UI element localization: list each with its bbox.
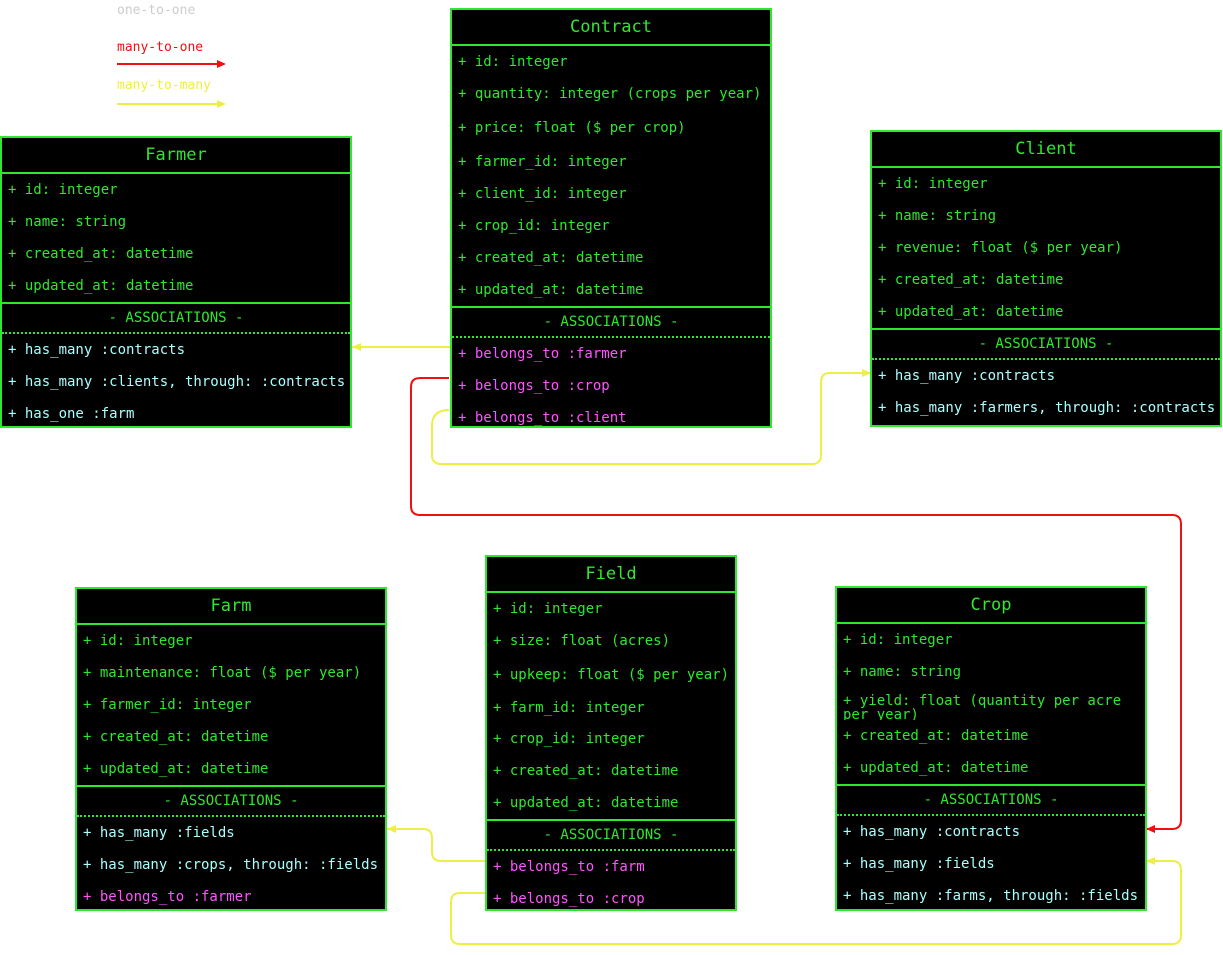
entity-title: Contract bbox=[452, 10, 770, 46]
legend-many-to-many-label: many-to-many bbox=[117, 78, 211, 93]
connector-field-crop bbox=[450, 857, 1182, 945]
entity-title: Field bbox=[487, 557, 735, 593]
assoc-row: + belongs_to :farmer bbox=[83, 889, 252, 905]
entity-title: Farm bbox=[77, 589, 385, 625]
associations-header: - ASSOCIATIONS - bbox=[452, 306, 770, 338]
connector-contract-client bbox=[431, 369, 871, 465]
assoc-row: + has_many :fields bbox=[843, 856, 995, 872]
legend-many-to-one-label: many-to-one bbox=[117, 40, 204, 55]
connector-field-farm bbox=[387, 825, 486, 862]
legend-many-to-many-arrow-icon bbox=[217, 100, 226, 108]
attr-row: + id: integer bbox=[8, 182, 118, 198]
entity-title: Farmer bbox=[2, 138, 350, 174]
attr-row: + created_at: datetime bbox=[458, 250, 644, 266]
legend-many-to-many-line bbox=[117, 103, 217, 105]
attr-row: + farm_id: integer bbox=[493, 700, 645, 716]
assoc-row: + belongs_to :farmer bbox=[458, 346, 627, 362]
entity-crop[interactable]: Crop + id: integer + name: string + yiel… bbox=[835, 586, 1147, 911]
associations-header: - ASSOCIATIONS - bbox=[872, 328, 1220, 360]
legend-many-to-one-line bbox=[117, 63, 217, 65]
attr-row: + id: integer bbox=[83, 633, 193, 649]
assoc-row: + belongs_to :farm bbox=[493, 859, 645, 875]
attr-row: + updated_at: datetime bbox=[843, 760, 1029, 776]
entity-farmer[interactable]: Farmer + id: integer + name: string + cr… bbox=[0, 136, 352, 428]
attr-row: + maintenance: float ($ per year) bbox=[83, 665, 362, 681]
attr-row: + updated_at: datetime bbox=[8, 278, 194, 294]
assoc-row: + has_many :contracts bbox=[878, 368, 1056, 384]
assoc-row: + belongs_to :client bbox=[458, 410, 627, 426]
entity-field[interactable]: Field + id: integer + size: float (acres… bbox=[485, 555, 737, 911]
attr-row: + id: integer bbox=[493, 601, 603, 617]
attr-row: + name: string bbox=[8, 214, 127, 230]
connector-contract-crop bbox=[410, 377, 1182, 833]
attr-row: + updated_at: datetime bbox=[83, 761, 269, 777]
attr-row: + created_at: datetime bbox=[493, 763, 679, 779]
attr-row: + price: float ($ per crop) bbox=[458, 120, 686, 136]
assoc-row: + belongs_to :crop bbox=[458, 378, 610, 394]
attr-row: + created_at: datetime bbox=[878, 272, 1064, 288]
assoc-row: + has_many :contracts bbox=[843, 824, 1021, 840]
attr-row: + updated_at: datetime bbox=[493, 795, 679, 811]
assoc-row: + has_many :clients, through: :contracts bbox=[8, 374, 346, 390]
legend-one-to-one-label: one-to-one bbox=[117, 3, 196, 18]
entity-title: Client bbox=[872, 132, 1220, 168]
attr-row: + name: string bbox=[878, 208, 997, 224]
assoc-row: + has_many :contracts bbox=[8, 342, 186, 358]
attr-row: + name: string bbox=[843, 664, 962, 680]
associations-header: - ASSOCIATIONS - bbox=[837, 784, 1145, 816]
attr-row: + yield: float (quantity per acre per ye… bbox=[843, 693, 1122, 720]
attr-row: + updated_at: datetime bbox=[458, 282, 644, 298]
associations-header: - ASSOCIATIONS - bbox=[487, 819, 735, 851]
associations-header: - ASSOCIATIONS - bbox=[2, 302, 350, 334]
attr-row: + farmer_id: integer bbox=[83, 697, 252, 713]
assoc-row: + belongs_to :crop bbox=[493, 891, 645, 907]
attr-row: + created_at: datetime bbox=[8, 246, 194, 262]
attr-row: + quantity: integer (crops per year) bbox=[458, 86, 762, 102]
assoc-row: + has_many :farmers, through: :contracts bbox=[878, 400, 1216, 416]
attr-row: + client_id: integer bbox=[458, 186, 627, 202]
entity-contract[interactable]: Contract + id: integer + quantity: integ… bbox=[450, 8, 772, 428]
attr-row: + size: float (acres) bbox=[493, 633, 671, 649]
assoc-row: + has_many :farms, through: :fields bbox=[843, 888, 1139, 904]
attr-row: + updated_at: datetime bbox=[878, 304, 1064, 320]
assoc-row: + has_many :crops, through: :fields bbox=[83, 857, 379, 873]
attr-row: + id: integer bbox=[458, 54, 568, 70]
attr-row: + revenue: float ($ per year) bbox=[878, 240, 1123, 256]
attr-row: + crop_id: integer bbox=[493, 731, 645, 747]
attr-row: + id: integer bbox=[878, 176, 988, 192]
attr-row: + farmer_id: integer bbox=[458, 154, 627, 170]
entity-client[interactable]: Client + id: integer + name: string + re… bbox=[870, 130, 1222, 427]
entity-title: Crop bbox=[837, 588, 1145, 624]
assoc-row: + has_many :fields bbox=[83, 825, 235, 841]
entity-farm[interactable]: Farm + id: integer + maintenance: float … bbox=[75, 587, 387, 911]
assoc-row: + has_one :farm bbox=[8, 406, 135, 422]
attr-row: + id: integer bbox=[843, 632, 953, 648]
legend-many-to-one-arrow-icon bbox=[217, 60, 226, 68]
associations-header: - ASSOCIATIONS - bbox=[77, 785, 385, 817]
attr-row: + created_at: datetime bbox=[843, 728, 1029, 744]
attr-row: + crop_id: integer bbox=[458, 218, 610, 234]
attr-row: + created_at: datetime bbox=[83, 729, 269, 745]
attr-row: + upkeep: float ($ per year) bbox=[493, 667, 730, 683]
